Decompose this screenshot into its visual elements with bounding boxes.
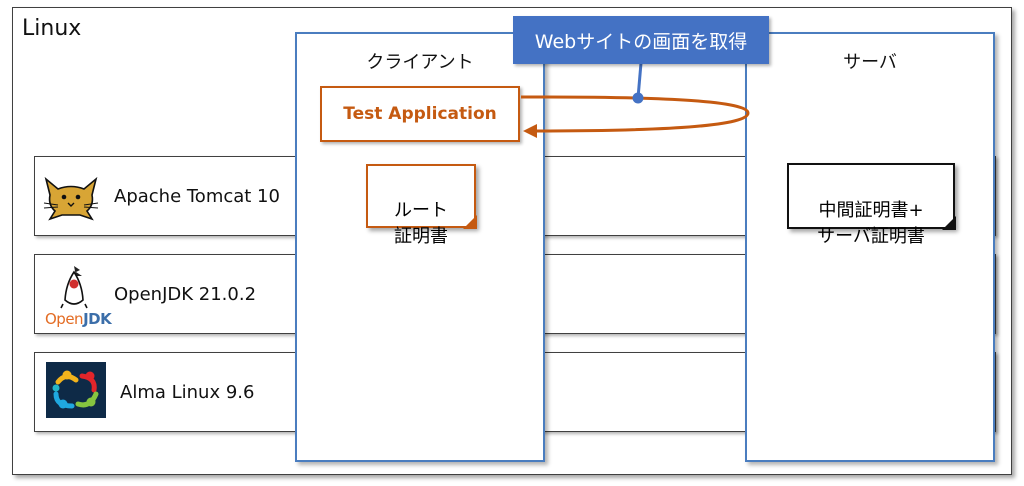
callout-fetch-website: Webサイトの画面を取得	[513, 16, 769, 64]
tomcat-cat-icon	[43, 176, 99, 221]
os-label: Linux	[22, 16, 82, 41]
server-cert-doc: 中間証明書+ サーバ証明書	[787, 163, 956, 247]
almalinux-logo-icon	[46, 362, 106, 418]
layer-label-openjdk: OpenJDK 21.0.2	[114, 284, 257, 305]
openjdk-logo-text: OpenJDK	[45, 310, 112, 328]
server-panel-title: サーバ	[843, 52, 897, 73]
root-cert-label: ルート 証明書	[394, 200, 448, 247]
test-application-box: Test Application	[320, 86, 520, 142]
server-panel: サーバ	[745, 32, 995, 462]
layer-label-tomcat: Apache Tomcat 10	[114, 186, 280, 207]
page-fold-icon	[463, 215, 477, 229]
layer-label-almalinux: Alma Linux 9.6	[120, 382, 255, 403]
client-panel-title: クライアント	[366, 52, 474, 73]
page-fold-icon	[942, 216, 956, 230]
openjdk-duke-icon	[60, 266, 88, 309]
root-cert-doc: ルート 証明書	[366, 164, 477, 247]
server-cert-label: 中間証明書+ サーバ証明書	[817, 200, 925, 247]
